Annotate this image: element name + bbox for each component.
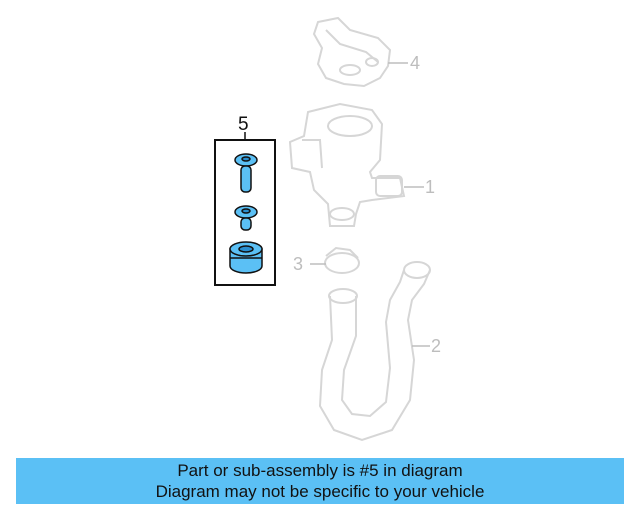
part-5-bolt-short[interactable] bbox=[234, 205, 258, 231]
part-4-bracket bbox=[312, 16, 392, 88]
callout-4: 4 bbox=[410, 53, 420, 73]
callout-3: 3 bbox=[293, 254, 303, 274]
callout-2: 2 bbox=[431, 336, 441, 356]
part-1-valve bbox=[288, 102, 406, 227]
parts-diagram: 4 1 3 2 5 bbox=[214, 16, 441, 442]
info-banner: Part or sub-assembly is #5 in diagram Di… bbox=[16, 458, 624, 504]
part-2-hose bbox=[318, 261, 431, 442]
part-3-clamp bbox=[324, 246, 360, 274]
part-5-box bbox=[214, 139, 276, 286]
callout-1: 1 bbox=[425, 177, 435, 197]
part-5-grommet[interactable] bbox=[229, 241, 263, 274]
callout-5: 5 bbox=[238, 114, 249, 135]
banner-line-1: Part or sub-assembly is #5 in diagram bbox=[177, 461, 463, 480]
part-5-bolt-long[interactable] bbox=[234, 153, 258, 193]
banner-line-2: Diagram may not be specific to your vehi… bbox=[155, 482, 485, 501]
